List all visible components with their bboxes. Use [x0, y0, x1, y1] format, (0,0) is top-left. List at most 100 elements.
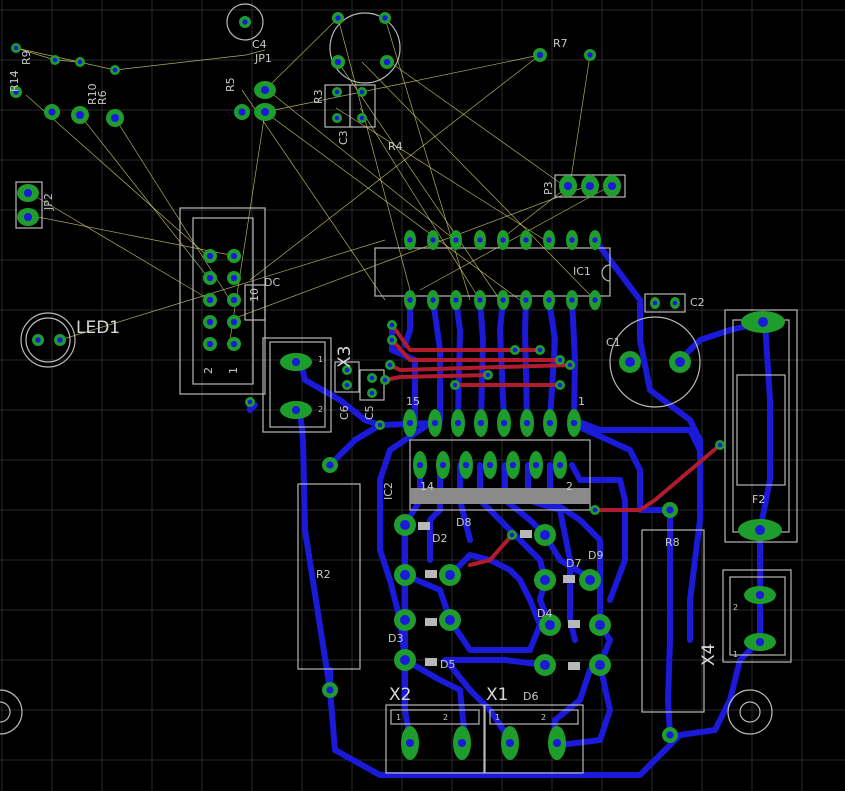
terminal-pin: [280, 401, 312, 419]
via: [385, 360, 395, 370]
led-pin: [32, 334, 44, 346]
header-pin: [227, 315, 241, 329]
ic1-pin: [450, 290, 462, 310]
header-pin: [227, 249, 241, 263]
header-pin: [203, 337, 217, 351]
label-c6: C6: [338, 405, 351, 420]
small-pin: [110, 65, 120, 75]
label-pin1: 1: [578, 395, 585, 408]
ic2-pin: [474, 409, 488, 437]
label-ic2: IC2: [382, 482, 395, 500]
label-x2: X2: [389, 685, 411, 705]
ic1-pin: [497, 290, 509, 310]
via: [555, 380, 565, 390]
label-r5: R5: [224, 77, 237, 92]
silkscreen: [0, 3, 798, 774]
label-conn-pin2: 2: [202, 367, 215, 374]
airwires: [15, 17, 613, 341]
resistor-pin: [322, 457, 338, 473]
via: [387, 335, 397, 345]
ic2-pin: [451, 409, 465, 437]
ic1-pin: [520, 290, 532, 310]
via: [450, 380, 460, 390]
ic2-pin: [436, 451, 450, 479]
label-d3: D3: [388, 632, 403, 645]
ic1-pin: [404, 290, 416, 310]
small-pin: [332, 87, 342, 97]
label-r7: R7: [553, 37, 568, 50]
label-d9: D9: [588, 549, 603, 562]
label-x2-pin1: 1: [396, 713, 401, 722]
diode-pad: [534, 654, 556, 676]
labels: R9 R14 R10 R6 C4 JP1 R5 R3 C3 R7 R4 P3 J…: [8, 37, 765, 722]
capacitor-pin: [342, 365, 352, 375]
diode-pad: [539, 614, 561, 636]
ic1-pin: [450, 230, 462, 250]
label-pin14: 14: [420, 480, 434, 493]
ic1-pin: [404, 230, 416, 250]
label-x1-pin2: 2: [541, 713, 546, 722]
capacitor-pin: [650, 297, 660, 309]
label-d6: D6: [523, 690, 538, 703]
small-pin: [50, 55, 60, 65]
label-jp2: JP2: [42, 193, 55, 211]
terminal-pin: [744, 633, 776, 651]
label-c3: C3: [337, 130, 350, 145]
label-r2: R2: [316, 568, 331, 581]
header-pin: [603, 175, 621, 197]
diode-pad: [534, 524, 556, 546]
label-r14: R14: [8, 70, 21, 92]
header-pin: [203, 249, 217, 263]
ic1-pin: [566, 230, 578, 250]
via: [590, 505, 600, 515]
header-pin: [227, 337, 241, 351]
ic1-pin: [543, 290, 555, 310]
terminal-pin: [501, 726, 519, 760]
header-pin: [581, 175, 599, 197]
label-x4-pin1: 1: [733, 650, 738, 659]
diode-pad: [394, 564, 416, 586]
label-x2-pin2: 2: [443, 713, 448, 722]
label-pin15: 15: [406, 395, 420, 408]
diode-pad: [589, 654, 611, 676]
label-jp1: JP1: [254, 52, 272, 65]
small-pin: [331, 55, 345, 69]
jumper-pin: [254, 103, 276, 121]
small-pin: [357, 113, 367, 123]
ic2-pin: [567, 409, 581, 437]
small-pin: [584, 49, 596, 61]
ic2-pin: [520, 409, 534, 437]
label-r3: R3: [312, 89, 325, 104]
label-r9: R9: [20, 50, 33, 65]
small-pin: [533, 48, 547, 62]
ic1-pin: [474, 290, 486, 310]
small-pin: [380, 55, 394, 69]
label-x3-pin1: 1: [318, 355, 323, 364]
ic1-pin: [543, 230, 555, 250]
header-pin: [203, 271, 217, 285]
via: [375, 420, 385, 430]
header-pin: [203, 315, 217, 329]
terminal-pin: [744, 586, 776, 604]
via: [507, 530, 517, 540]
small-pin: [75, 57, 85, 67]
via: [715, 440, 725, 450]
header-pin: [203, 293, 217, 307]
ic1-pin: [520, 230, 532, 250]
diode-pad: [579, 569, 601, 591]
jumper-pin: [17, 208, 39, 226]
label-x4: X4: [699, 644, 719, 666]
terminal-pin: [548, 726, 566, 760]
label-r10: R10: [86, 83, 99, 105]
ic2-pin: [459, 451, 473, 479]
diode-pad: [534, 569, 556, 591]
label-x3: X3: [335, 346, 355, 368]
capacitor-pin: [619, 351, 641, 373]
ic1-pin: [474, 230, 486, 250]
label-c2: C2: [690, 296, 705, 309]
via: [387, 320, 397, 330]
diode-pad: [439, 609, 461, 631]
ic2-pin: [483, 451, 497, 479]
terminal-pin: [280, 353, 312, 371]
